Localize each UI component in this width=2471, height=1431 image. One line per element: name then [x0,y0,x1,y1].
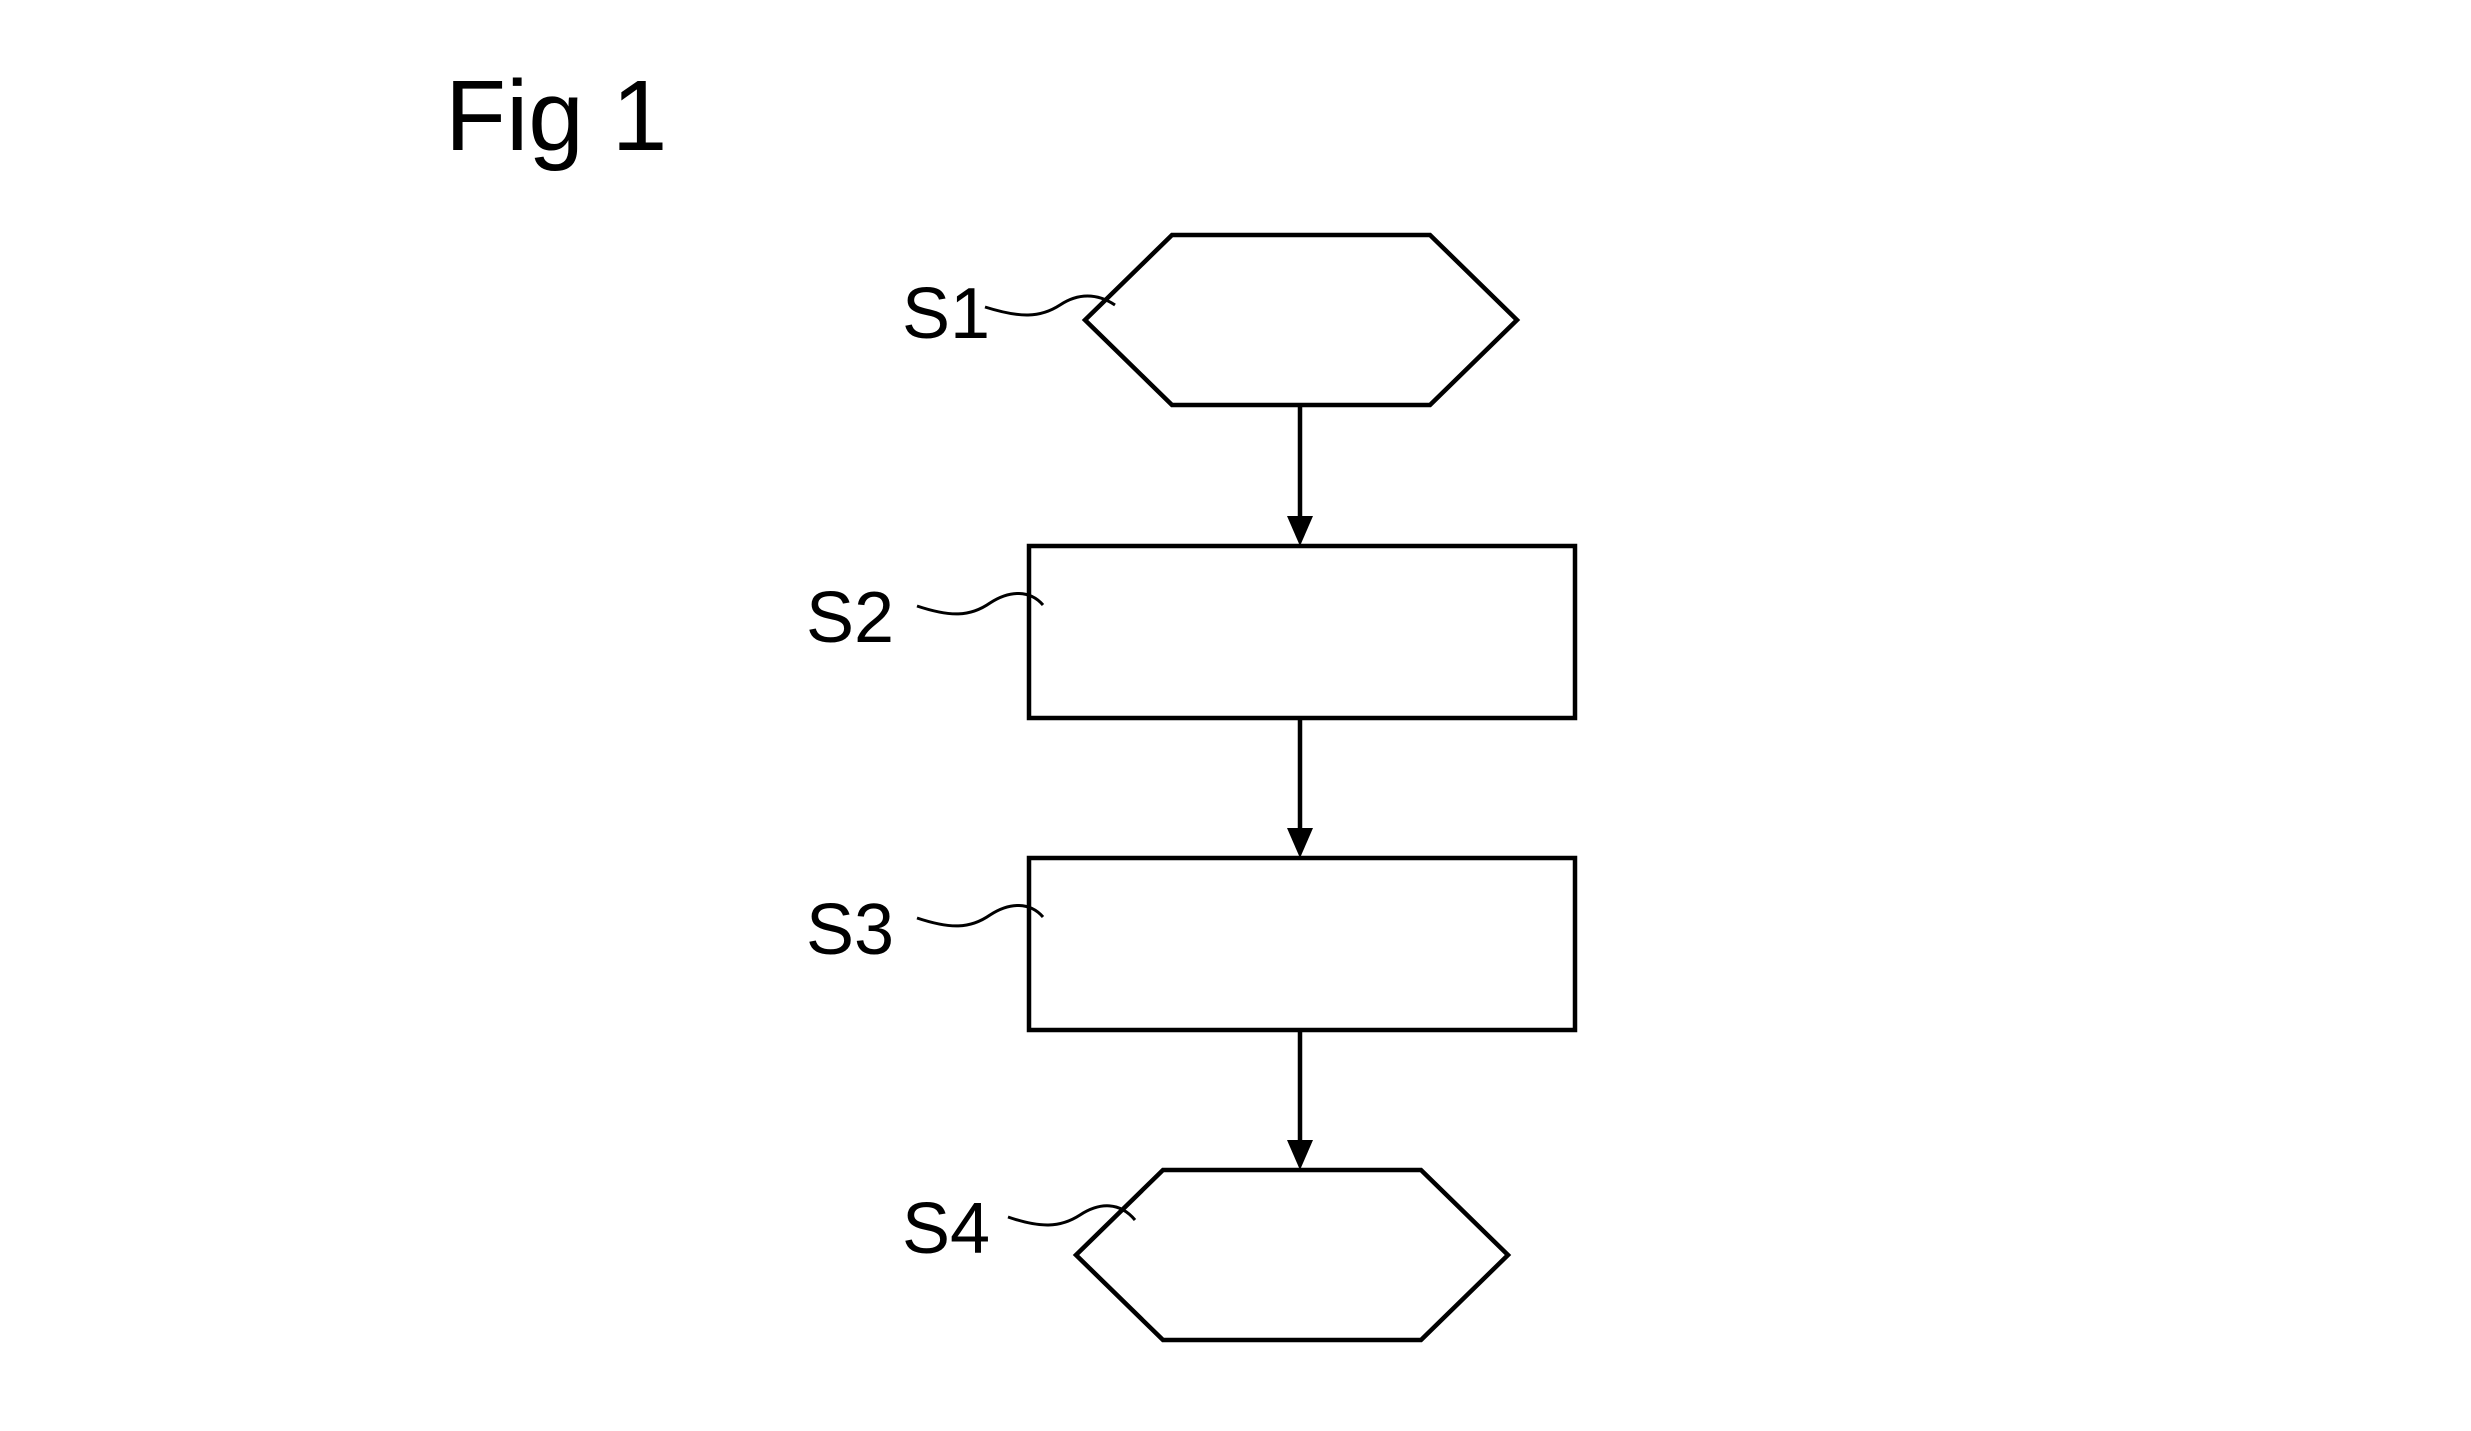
step-s3-box [1026,855,1578,1033]
leader-line-s1 [984,294,1116,317]
figure-title: Fig 1 [445,60,667,172]
step-label-s4: S4 [902,1189,990,1269]
leader-line-s2 [916,592,1045,616]
step-s4-hexagon [1072,1167,1512,1343]
step-s2-box [1026,543,1578,721]
step-label-s2: S2 [806,578,894,658]
connector-s2-s3 [1287,718,1313,858]
step-label-s3: S3 [806,890,894,970]
connector-s1-s2 [1287,405,1313,546]
leader-line-s3 [916,904,1045,928]
step-label-s1: S1 [902,274,990,354]
leader-line-s4 [1007,1204,1137,1227]
step-s1-hexagon [1081,232,1521,408]
connector-s3-s4 [1287,1030,1313,1170]
